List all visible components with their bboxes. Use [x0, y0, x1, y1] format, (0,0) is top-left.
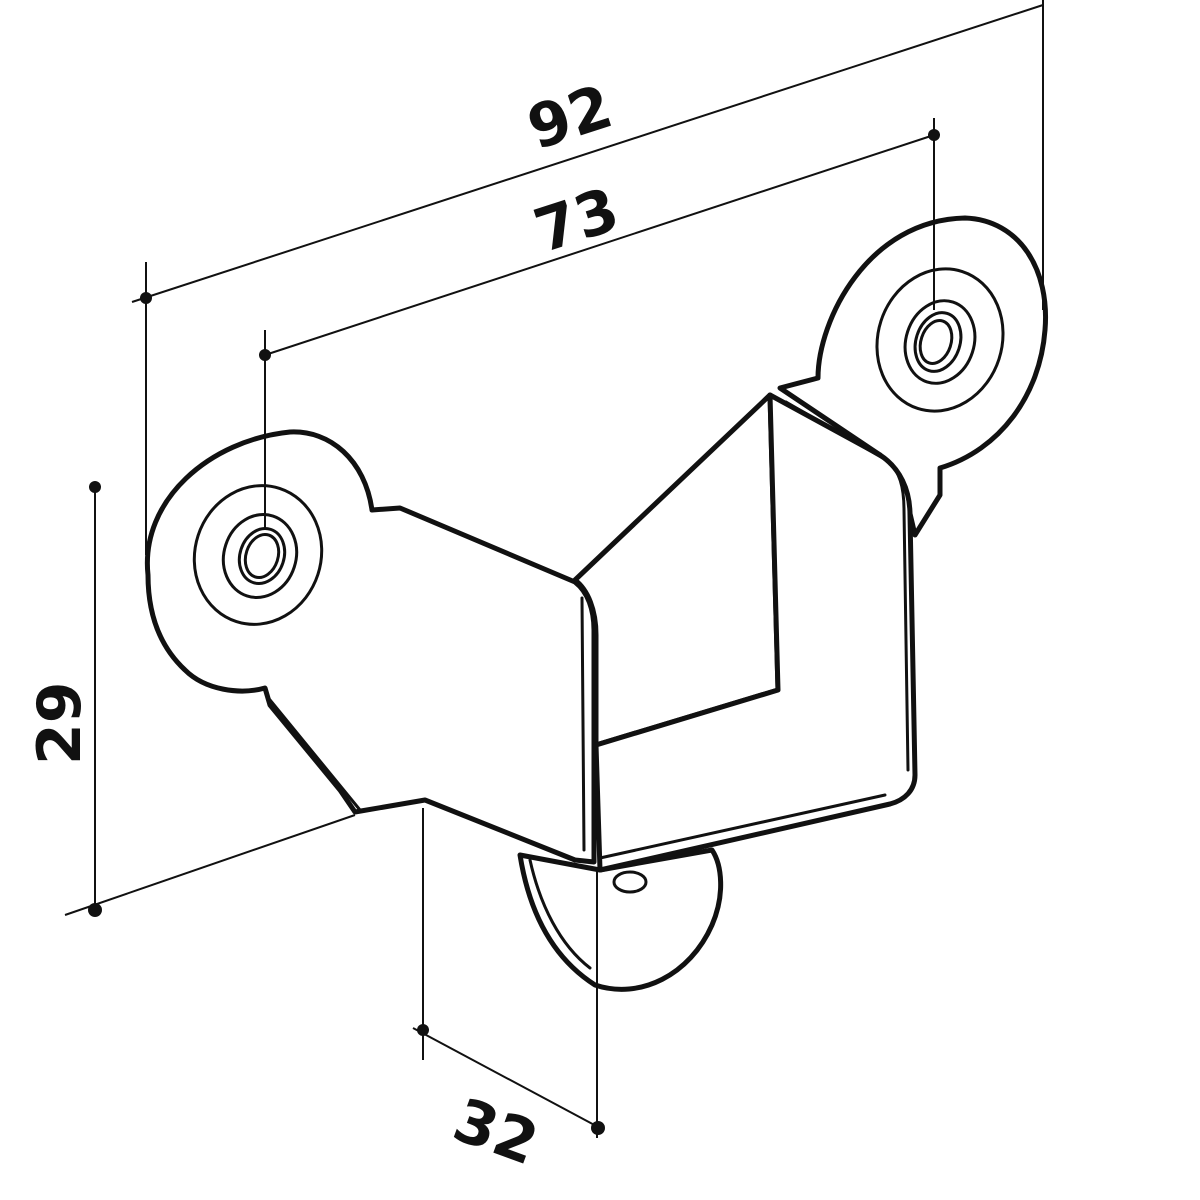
dimension-29: 29 — [25, 481, 356, 917]
roller-wheel — [517, 847, 724, 992]
dimension-92: 92 — [131, 0, 1044, 555]
right-mounting-hole — [875, 267, 1005, 413]
dimension-label-73: 73 — [526, 175, 627, 267]
bracket-body — [144, 215, 1049, 873]
dimension-label-29: 29 — [25, 682, 95, 766]
dimension-label-92: 92 — [520, 72, 621, 164]
dimension-label-32: 32 — [444, 1085, 546, 1179]
left-mounting-hole — [192, 484, 324, 626]
